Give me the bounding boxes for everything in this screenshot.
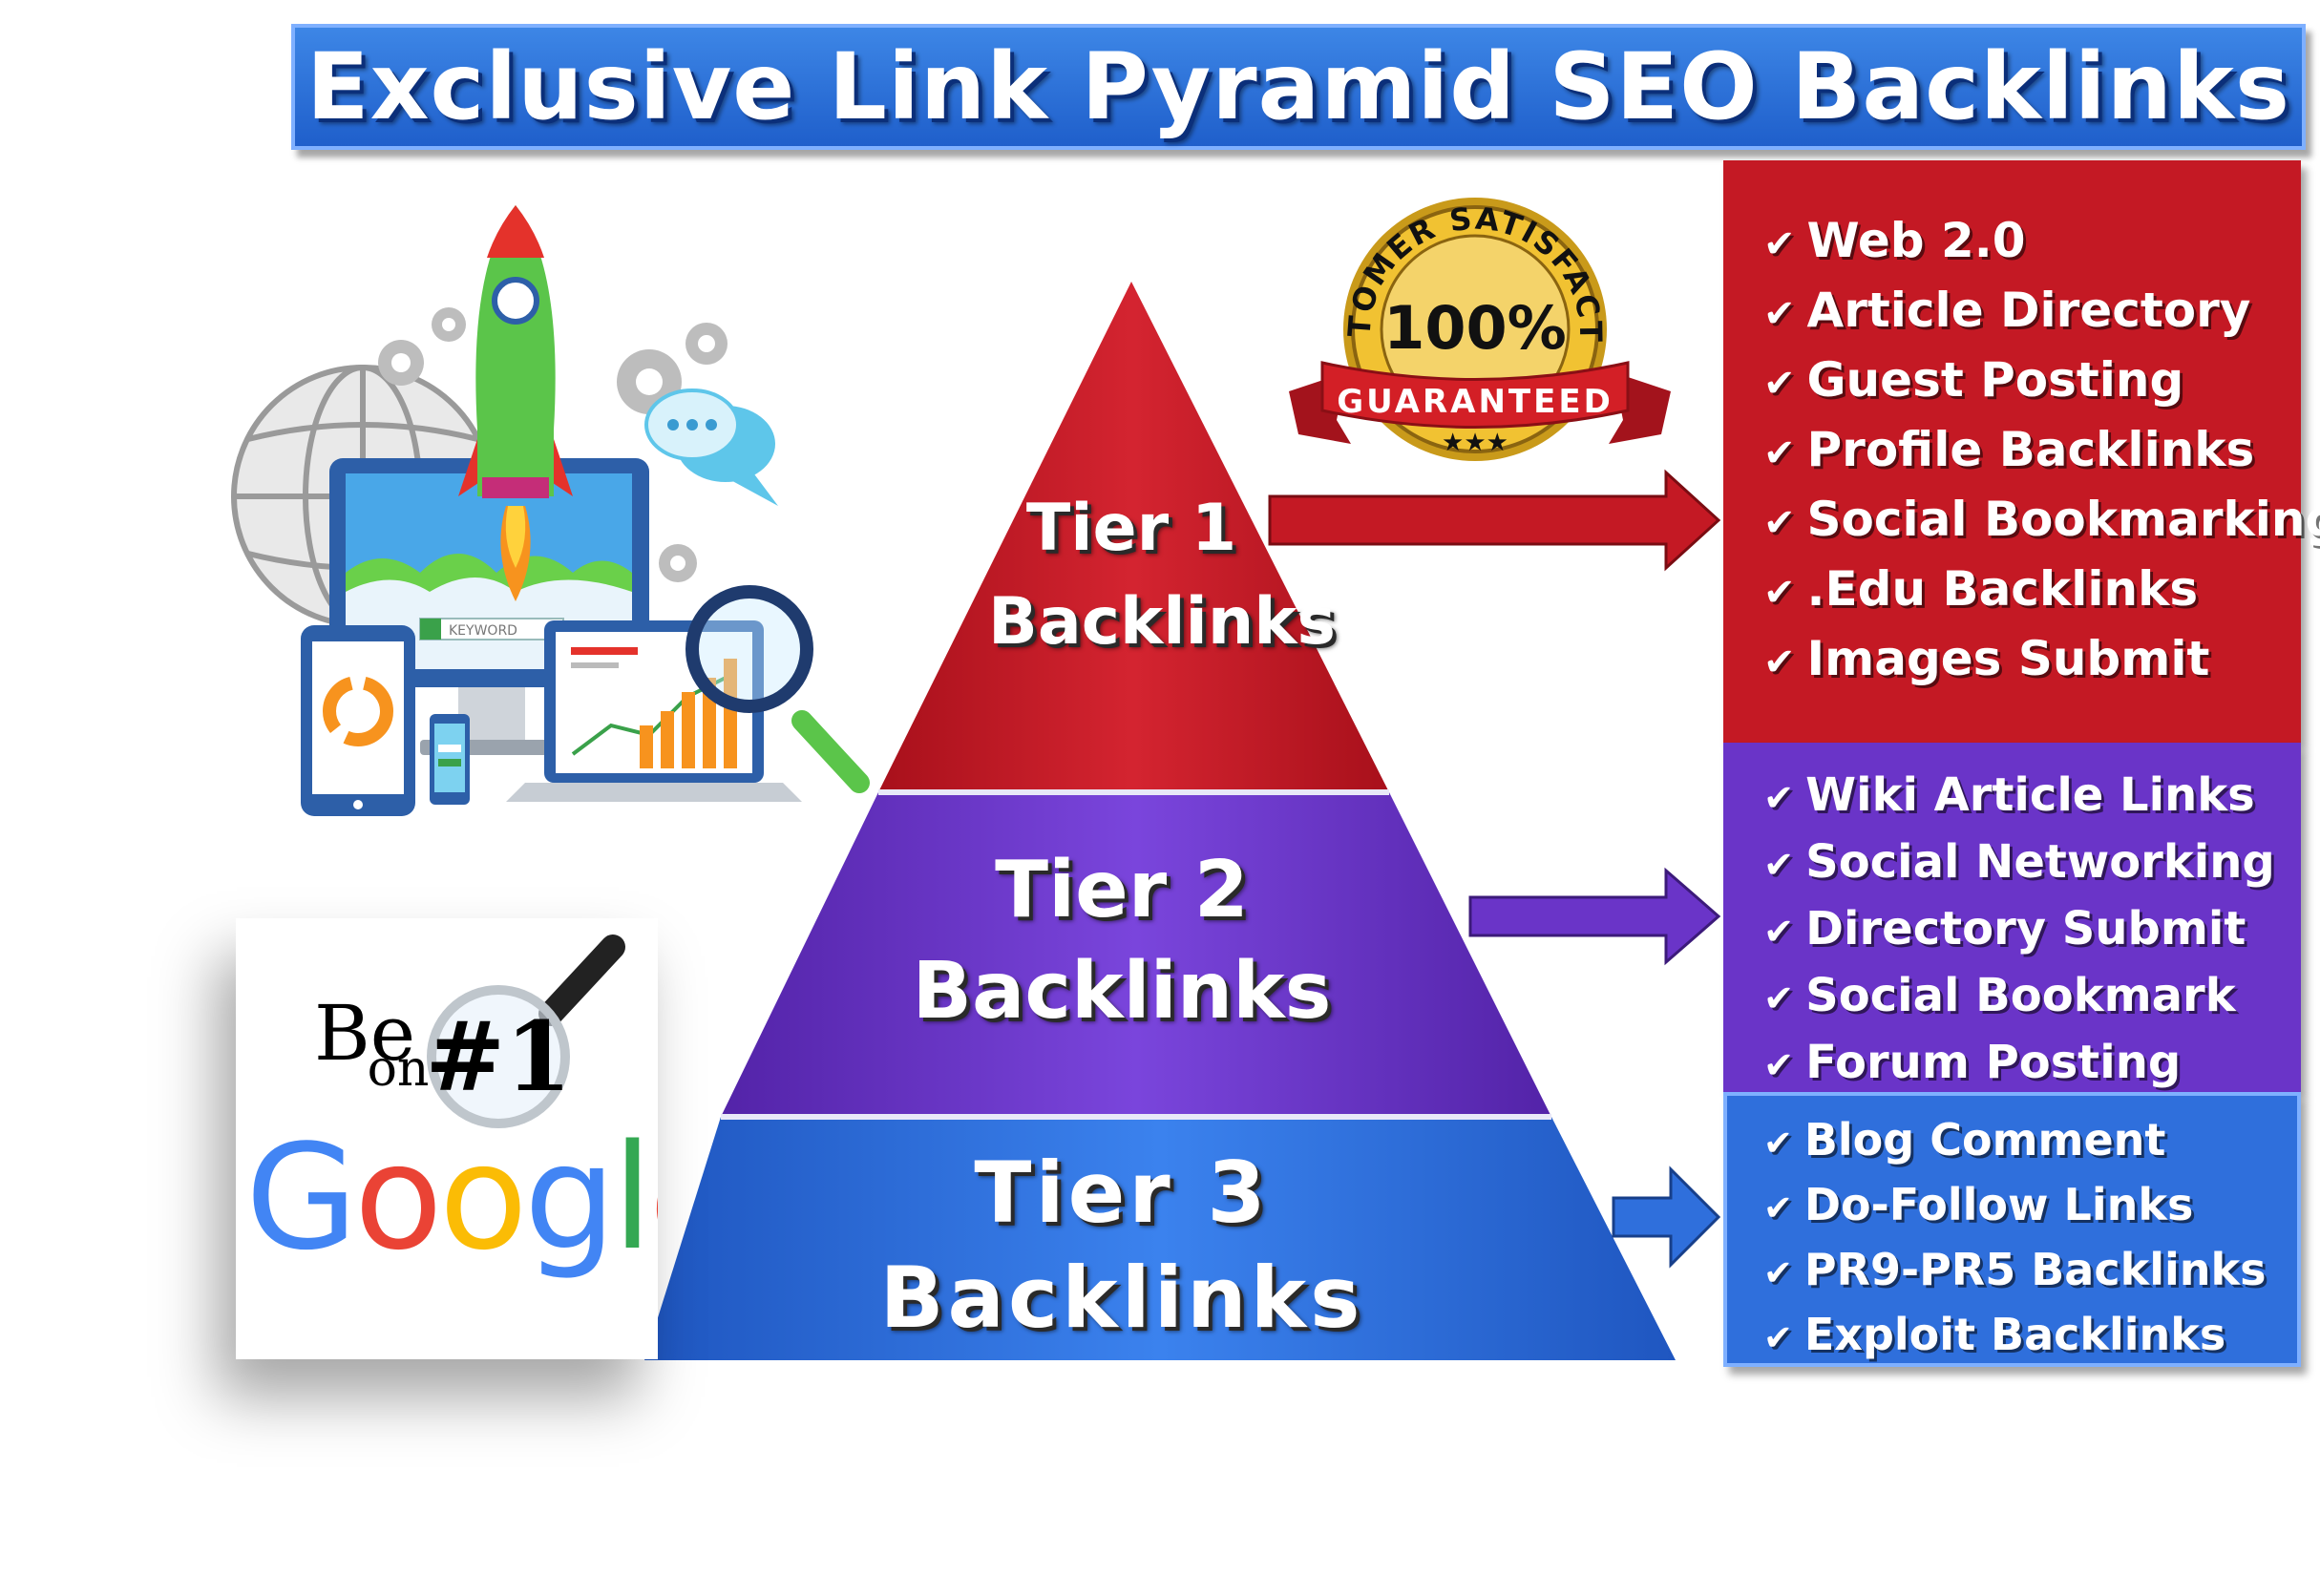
magnifier-handle [538,934,625,1026]
page-title: Exclusive Link Pyramid SEO Backlinks [306,33,2290,140]
tablet-icon [301,625,415,816]
tier-1-label: Tier 1 Backlinks [988,482,1336,669]
list-item: ✔Guest Posting [1763,346,2301,415]
tier-2-label: Tier 2 Backlinks [893,840,1351,1042]
tier-2-subtitle: Backlinks [912,946,1332,1037]
check-icon: ✔ [1763,1317,1793,1358]
check-icon: ✔ [1763,640,1796,684]
tier-1-feature-list: ✔Web 2.0 ✔Article Directory ✔Guest Posti… [1723,160,2320,694]
list-item: ✔Web 2.0 [1763,206,2301,276]
google-on-text: on [368,1040,430,1098]
rocket-icon [458,205,573,601]
phone-icon [430,714,470,805]
list-item: ✔Exploit Backlinks [1763,1302,2297,1367]
google-be-text: Be [314,989,415,1078]
google-rank-box: Be on #1 Google [236,918,738,1359]
check-icon: ✔ [1763,1044,1795,1087]
check-icon: ✔ [1763,777,1795,820]
google-rank-graphic: Be on #1 Google [245,934,738,1282]
magnifier-icon [427,985,570,1128]
list-item: ✔Social Networking [1763,829,2301,895]
tier-3-subtitle: Backlinks [879,1249,1364,1347]
list-item: ✔Wiki Article Links [1763,762,2301,829]
list-item: ✔Profile Backlinks [1763,415,2301,485]
google-rank-text: #1 [425,1000,571,1113]
arrow-tier-1 [1268,469,1721,572]
list-item: ✔.Edu Backlinks [1763,555,2301,624]
check-icon: ✔ [1763,362,1796,406]
check-icon: ✔ [1763,1187,1793,1228]
list-item: ✔Forum Posting [1763,1029,2301,1096]
check-icon: ✔ [1763,1123,1793,1164]
check-icon: ✔ [1763,501,1796,545]
satisfaction-badge: CUSTOMER SATISFACTION 100% GUARANTEED ★★… [1279,191,1671,461]
badge-percent: 100% [1383,293,1567,363]
google-logo: Google [245,1113,658,1282]
list-item: ✔Do-Follow Links [1763,1172,2297,1237]
tier-2-title: Tier 2 [995,845,1249,935]
check-icon: ✔ [1763,1252,1793,1293]
tier-1-title: Tier 1 [1025,491,1237,566]
check-icon: ✔ [1763,844,1795,887]
tier-1-feature-panel: ✔Web 2.0 ✔Article Directory ✔Guest Posti… [1723,160,2320,743]
tier-3-title: Tier 3 [974,1144,1270,1242]
arrow-tier-2 [1468,867,1721,966]
seo-illustration: KEYWORD [231,205,870,816]
list-item: ✔PR9-PR5 Backlinks [1763,1237,2297,1302]
check-icon: ✔ [1763,222,1796,266]
tier-2-feature-panel: ✔Wiki Article Links ✔Social Networking ✔… [1723,743,2301,1092]
tier-2-feature-list: ✔Wiki Article Links ✔Social Networking ✔… [1723,743,2301,1096]
chat-bubble-icon [644,388,778,506]
magnifier-icon [685,585,870,793]
check-icon: ✔ [1763,911,1795,954]
list-item: ✔Article Directory [1763,276,2301,346]
list-item: ✔Directory Submit [1763,895,2301,962]
list-item: ✔Social Bookmarking [1763,485,2320,555]
check-icon: ✔ [1763,292,1796,336]
check-icon: ✔ [1763,431,1796,475]
list-item: ✔Blog Comment [1763,1107,2297,1172]
tier-3-feature-list: ✔Blog Comment ✔Do-Follow Links ✔PR9-PR5 … [1727,1096,2297,1367]
arrow-tier-3 [1612,1166,1721,1269]
keyword-label: KEYWORD [449,623,517,639]
badge-stars: ★★★ [1442,429,1508,457]
check-icon: ✔ [1763,977,1795,1020]
badge-ribbon-text: GUARANTEED [1337,383,1613,421]
check-icon: ✔ [1763,571,1796,615]
tier-3-label: Tier 3 Backlinks [835,1141,1408,1351]
list-item: ✔Images Submit [1763,624,2301,694]
title-banner: Exclusive Link Pyramid SEO Backlinks [291,24,2306,150]
tier-1-subtitle: Backlinks [988,584,1336,660]
tier-3-feature-panel: ✔Blog Comment ✔Do-Follow Links ✔PR9-PR5 … [1723,1092,2301,1367]
laptop-icon [506,620,802,802]
list-item: ✔Social Bookmark [1763,962,2301,1029]
